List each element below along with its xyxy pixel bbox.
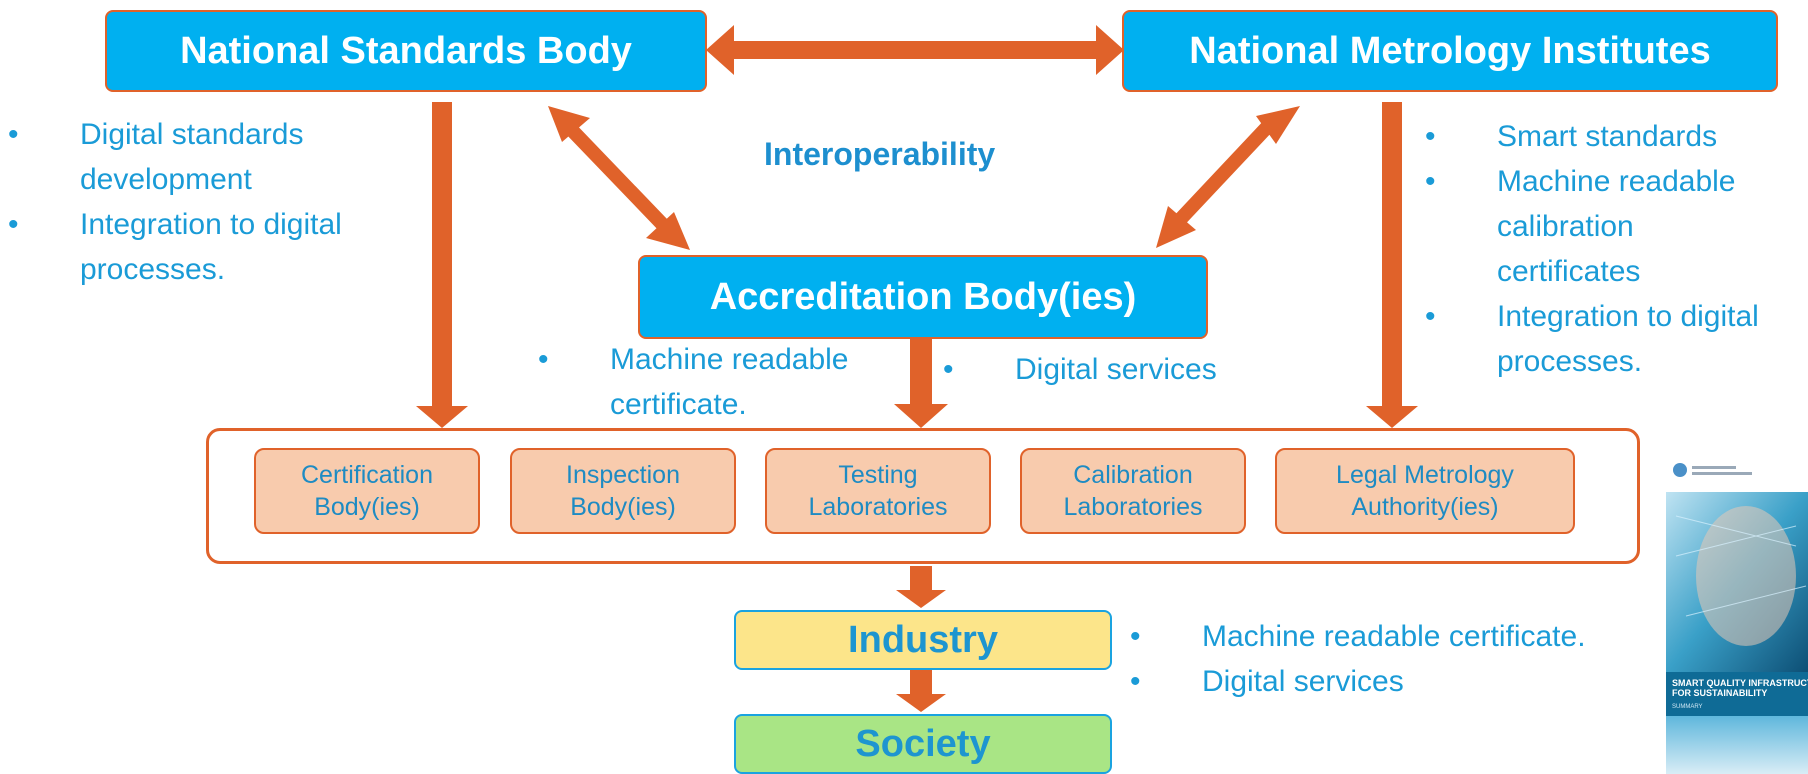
conformity-assessment-container <box>206 428 1640 564</box>
interoperability-label: Interoperability <box>764 136 996 172</box>
report-cover-art <box>1666 456 1808 774</box>
report-cover: SMART QUALITY INFRASTRUCTURE FOR SUSTAIN… <box>1666 456 1808 774</box>
arrow-nmi-down <box>1366 102 1418 428</box>
inner-box-line: Laboratories <box>808 493 948 521</box>
inner-box-line: Legal Metrology <box>1336 460 1514 489</box>
accreditation-body-label: Accreditation Body(ies) <box>709 275 1137 318</box>
inner-box-line: Body(ies) <box>314 493 420 521</box>
inner-box-line: Body(ies) <box>570 493 676 521</box>
inner-box-line: Authority(ies) <box>1351 493 1499 521</box>
inner-box-line: Laboratories <box>1063 493 1203 521</box>
industry-bullet-list: Machine readable certificate. Digital se… <box>1130 614 1670 704</box>
report-cover-title: SMART QUALITY INFRASTRUCTURE FOR SUSTAIN… <box>1672 678 1808 698</box>
arrow-nmi-ab-head-bottom <box>1156 206 1196 248</box>
arrow-nsb-ab-head-bottom <box>646 212 690 250</box>
arrow-nmi-ab-shaft <box>1168 119 1276 231</box>
arrow-container-industry <box>896 566 946 608</box>
industry-box: Industry <box>734 610 1112 670</box>
arrow-nmi-ab-head-top <box>1256 106 1300 144</box>
national-standards-body-label: National Standards Body <box>180 29 632 72</box>
arrow-ab-down <box>894 338 948 428</box>
legal-metrology-authority-box: Legal Metrology Authority(ies) <box>1275 448 1575 534</box>
society-box: Society <box>734 714 1112 774</box>
national-standards-body-box: National Standards Body <box>105 10 707 92</box>
bullet-item: Machine readable certificate. <box>538 337 888 427</box>
certification-body-box: Certification Body(ies) <box>254 448 480 534</box>
inner-box-line: Certification <box>301 460 433 489</box>
bullet-item: Machine readable certificate. <box>1130 614 1670 659</box>
report-cover-subtitle: SUMMARY <box>1672 704 1703 710</box>
calibration-laboratories-box: Calibration Laboratories <box>1020 448 1246 534</box>
bullet-item: Digital services <box>943 347 1273 392</box>
national-metrology-institutes-label: National Metrology Institutes <box>1189 29 1711 72</box>
arrow-nsb-ab-head-top <box>548 106 590 142</box>
arrow-nsb-nmi <box>706 25 1124 75</box>
testing-laboratories-box: Testing Laboratories <box>765 448 991 534</box>
ab-right-bullet-list: Digital services <box>943 347 1273 392</box>
inspection-body-box: Inspection Body(ies) <box>510 448 736 534</box>
arrow-nsb-down <box>416 102 468 428</box>
inner-box-line: Inspection <box>566 460 680 489</box>
bullet-item: Smart standards <box>1425 114 1808 159</box>
nmi-bullet-list: Smart standards Machine readable calibra… <box>1425 114 1808 384</box>
ab-left-bullet-list: Machine readable certificate. <box>538 337 888 427</box>
bullet-item: Digital services <box>1130 659 1670 704</box>
report-cover-thumbnail: SMART QUALITY INFRASTRUCTURE FOR SUSTAIN… <box>1658 456 1808 774</box>
bullet-item: Digital standards development <box>8 112 398 202</box>
society-label: Society <box>855 722 991 765</box>
arrow-nsb-ab-shaft <box>560 119 671 232</box>
inner-box-line: Testing <box>838 460 918 489</box>
arrow-industry-society <box>896 670 946 712</box>
national-metrology-institutes-box: National Metrology Institutes <box>1122 10 1778 92</box>
nsb-bullet-list: Digital standards development Integratio… <box>8 112 398 292</box>
industry-label: Industry <box>848 618 998 661</box>
accreditation-body-box: Accreditation Body(ies) <box>638 255 1208 339</box>
bullet-item: Integration to digital processes. <box>8 202 398 292</box>
inner-box-line: Calibration <box>1073 460 1193 489</box>
bullet-item: Machine readable calibration certificate… <box>1425 159 1737 294</box>
bullet-item: Integration to digital processes. <box>1425 294 1807 384</box>
